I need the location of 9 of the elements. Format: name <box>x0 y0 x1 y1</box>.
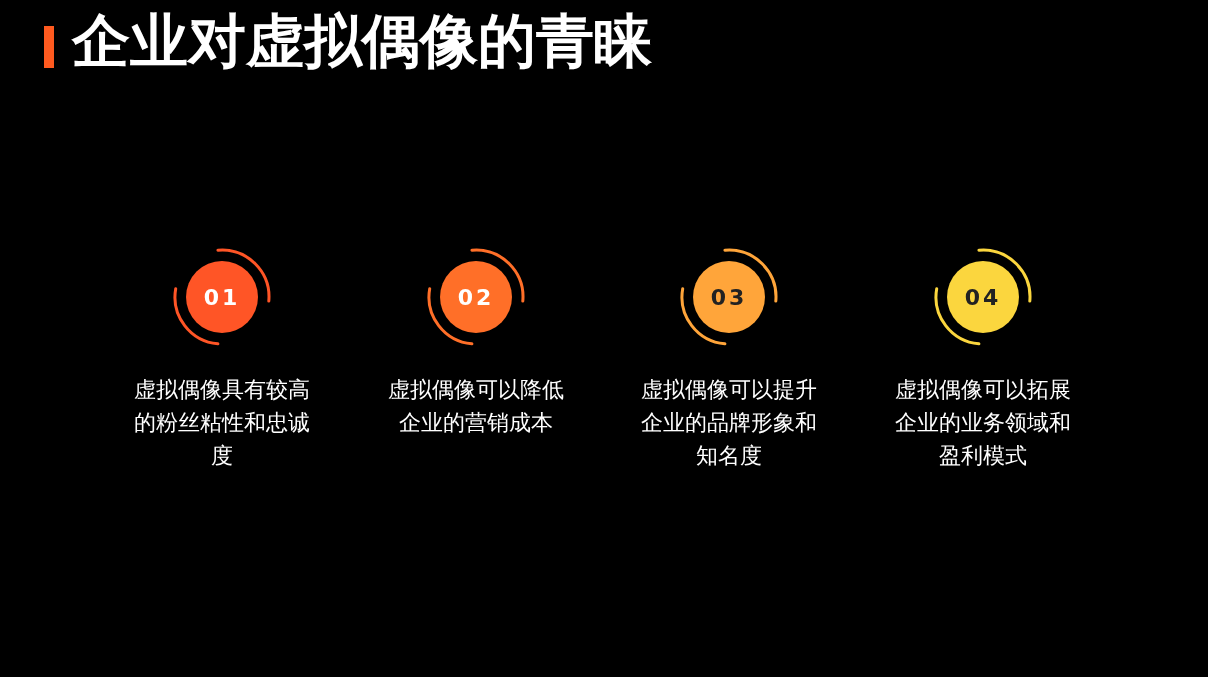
number-circle: 04 <box>947 261 1019 333</box>
number-circle: 03 <box>693 261 765 333</box>
slide-title: 企业对虚拟偶像的青睐 <box>72 6 652 76</box>
description-text: 虚拟偶像具有较高的粉丝粘性和忠诚度 <box>133 376 311 470</box>
number-circle: 02 <box>440 261 512 333</box>
number-circle: 01 <box>186 261 258 333</box>
description-text: 虚拟偶像可以提升企业的品牌形象和知名度 <box>640 376 818 470</box>
description-text: 虚拟偶像可以降低企业的营销成本 <box>387 376 565 437</box>
description-text: 虚拟偶像可以拓展企业的业务领域和盈利模式 <box>894 376 1072 470</box>
